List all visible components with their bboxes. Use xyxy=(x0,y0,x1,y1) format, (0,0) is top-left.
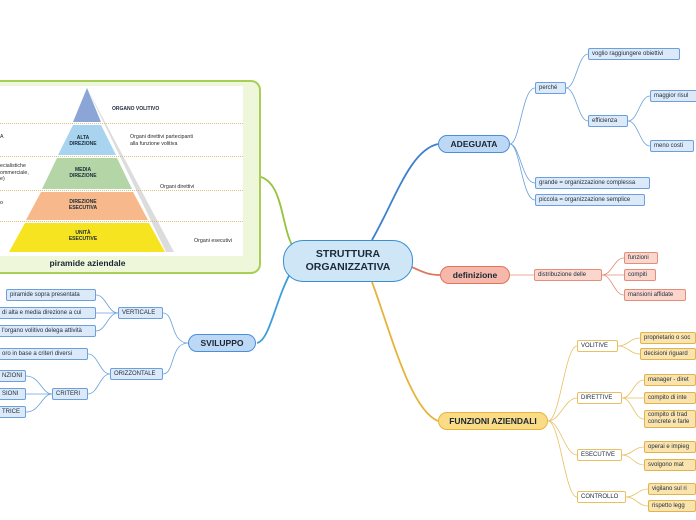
vigilano-node[interactable]: vigilano sul ri xyxy=(648,483,696,495)
operai-node[interactable]: operai e impieg xyxy=(644,441,696,453)
svolgono-node[interactable]: svolgono mat xyxy=(644,459,696,471)
piccola-node[interactable]: piccola = organizzazione semplice xyxy=(535,194,645,206)
organi-esecutivi-label: Organi esecutivi xyxy=(194,238,232,244)
pyramid-divider xyxy=(0,190,243,191)
esecutive-node[interactable]: ESECUTIVE xyxy=(577,449,622,461)
pyramid-divider xyxy=(0,156,243,157)
compiti-node[interactable]: compiti xyxy=(624,269,656,281)
proprietario-node[interactable]: proprietario o soc xyxy=(640,332,696,344)
criterio-funzioni-node[interactable]: NZIONI xyxy=(0,370,26,382)
efficienza-node[interactable]: efficienza xyxy=(588,115,628,127)
criterio-matrice-node[interactable]: TRICE xyxy=(0,406,26,418)
organi-partecipanti-label: Organi direttivi partecipanti alla funzi… xyxy=(130,134,194,147)
voglio-obiettivi-node[interactable]: voglio raggiungere obiettivi xyxy=(588,48,680,60)
media-direzione-label: MEDIA DIREZIONE xyxy=(69,167,97,179)
compito-trad-node[interactable]: compito di trad concrete e farle xyxy=(644,410,696,428)
criteri-diversi-node[interactable]: oro in base a criteri diversi xyxy=(0,348,88,360)
direttive-node[interactable]: DIRETTIVE xyxy=(577,392,622,404)
volitive-node[interactable]: VOLITIVE xyxy=(577,340,618,352)
left-label-specialistiche: ecialistiche ommerciale, e) xyxy=(0,163,29,182)
grande-node[interactable]: grande = organizzazione complessa xyxy=(535,177,650,189)
root-title: STRUTTURA ORGANIZZATIVA xyxy=(305,248,391,273)
piramide-presentata-node[interactable]: piramide sopra presentata xyxy=(6,289,96,301)
criteri-node[interactable]: CRITERI xyxy=(52,388,88,400)
maggior-risultati-node[interactable]: maggior risul xyxy=(650,90,696,102)
manager-node[interactable]: manager - diret xyxy=(644,374,696,386)
alta-direzione-label: ALTA DIREZIONE xyxy=(69,135,97,147)
rispetto-node[interactable]: rispetto legg xyxy=(648,500,696,512)
compito-inte-node[interactable]: compito di inte xyxy=(644,392,696,404)
pyramid-image xyxy=(0,86,243,256)
funzioni-node[interactable]: funzioni xyxy=(624,252,658,264)
orizzontale-node[interactable]: ORIZZONTALE xyxy=(110,368,163,380)
organi-direttivi-label: Organi direttivi xyxy=(160,184,195,190)
unita-esecutive-label: UNITÀ ESECUTIVE xyxy=(68,230,98,242)
alta-media-direzione-node[interactable]: di alta e media direzione a cui xyxy=(0,307,96,319)
distribuzione-node[interactable]: distribuzione delle xyxy=(534,269,602,281)
criterio-divisioni-node[interactable]: SIONI xyxy=(0,388,26,400)
left-label-o: o xyxy=(0,200,3,206)
left-label-a: A xyxy=(0,134,4,140)
organo-delega-node[interactable]: l'organo volitivo delega attività xyxy=(0,325,96,337)
sviluppo-node[interactable]: SVILUPPO xyxy=(188,334,256,352)
adeguata-node[interactable]: ADEGUATA xyxy=(438,135,510,153)
direzione-esecutiva-label: DIREZIONE ESECUTIVA xyxy=(68,199,98,211)
perche-node[interactable]: perché xyxy=(535,82,566,94)
pyramid-title: piramide aziendale xyxy=(49,258,126,268)
organo-volitivo-label: ORGANO VOLITIVO xyxy=(112,106,160,112)
funzioni-aziendali-node[interactable]: FUNZIONI AZIENDALI xyxy=(438,412,548,430)
root-node[interactable]: STRUTTURA ORGANIZZATIVA xyxy=(283,240,413,282)
decisioni-node[interactable]: decisioni riguard xyxy=(640,348,696,360)
mansioni-node[interactable]: mansioni affidate xyxy=(624,289,686,301)
verticale-node[interactable]: VERTICALE xyxy=(118,307,163,319)
definizione-node[interactable]: definizione xyxy=(440,266,510,284)
meno-costi-node[interactable]: meno costi xyxy=(650,140,694,152)
pyramid-graphic xyxy=(9,88,174,252)
pyramid-divider xyxy=(0,221,243,222)
pyramid-divider xyxy=(0,123,243,124)
controllo-node[interactable]: CONTROLLO xyxy=(577,491,626,503)
